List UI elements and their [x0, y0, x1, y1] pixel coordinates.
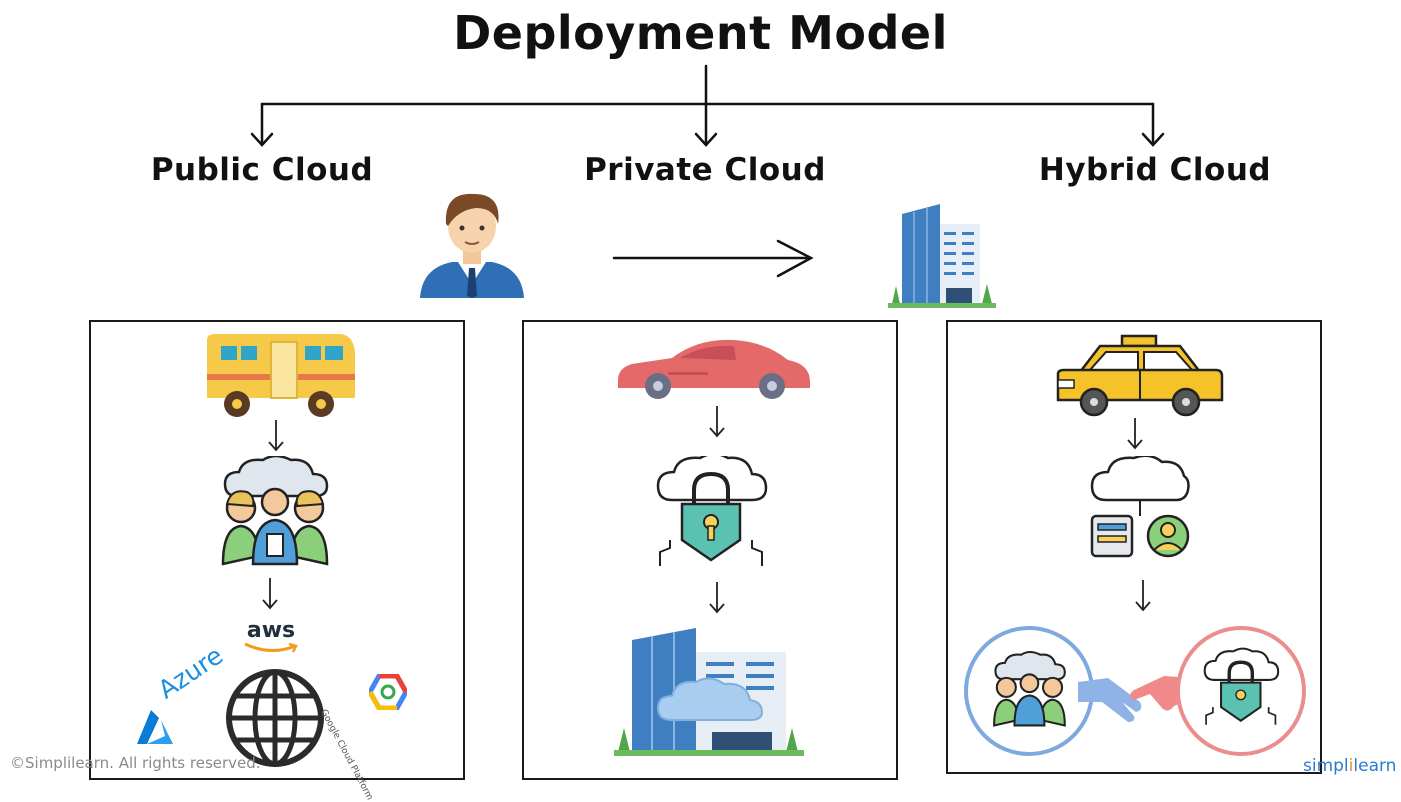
tree-connectors — [250, 64, 1165, 147]
down-arrow-icon — [709, 406, 725, 438]
brand-right: learn — [1353, 756, 1397, 776]
aws-smile-icon — [244, 642, 298, 653]
azure-text: Azure — [152, 640, 229, 705]
office-building-icon — [888, 204, 996, 308]
public-cloud-panel: aws Azure Google Cloud Platform — [89, 320, 465, 802]
hybrid-cloud-panel — [946, 320, 1322, 774]
down-arrow-icon — [268, 420, 284, 452]
building-cloud-icon — [614, 628, 804, 756]
google-cloud-icon — [369, 674, 407, 710]
brand-pipe: i — [1348, 756, 1354, 776]
public-cloud-ring — [964, 626, 1094, 756]
down-arrow-icon — [1135, 580, 1151, 612]
private-cloud-label: Private Cloud — [584, 152, 826, 188]
aws-logo: aws — [239, 620, 303, 654]
bus-icon — [207, 334, 355, 417]
down-arrow-icon — [1127, 418, 1143, 450]
cloud-lock-icon — [656, 456, 768, 566]
azure-icon — [137, 710, 173, 744]
private-cloud-ring — [1176, 626, 1306, 756]
shared-cloud-users-icon — [993, 650, 1066, 727]
down-arrow-icon — [262, 578, 278, 610]
simplilearn-logo: simplilearn — [1303, 756, 1396, 776]
hybrid-cloud-label: Hybrid Cloud — [1038, 152, 1272, 188]
copyright-text: ©Simplilearn. All rights reserved. — [10, 754, 261, 772]
down-arrow-icon — [709, 582, 725, 614]
google-cloud-logo: Google Cloud Platform — [318, 662, 417, 802]
taxi-icon — [1056, 334, 1224, 417]
azure-logo: Azure — [131, 641, 241, 750]
cloud-lock-icon — [1203, 647, 1280, 725]
brand-left: simpl — [1303, 756, 1349, 776]
aws-text: aws — [246, 618, 296, 643]
sports-car-icon — [618, 339, 810, 399]
cloud-server-user-icon — [1090, 456, 1190, 558]
globe-icon — [226, 669, 324, 767]
businessman-icon — [420, 193, 524, 298]
google-cloud-text: Google Cloud Platform — [318, 708, 375, 802]
diagram-title: Deployment Model — [453, 6, 948, 60]
shared-cloud-users-icon — [221, 456, 329, 566]
arrow-right-icon — [612, 239, 814, 278]
public-cloud-label: Public Cloud — [150, 152, 374, 188]
private-cloud-panel — [522, 320, 898, 780]
